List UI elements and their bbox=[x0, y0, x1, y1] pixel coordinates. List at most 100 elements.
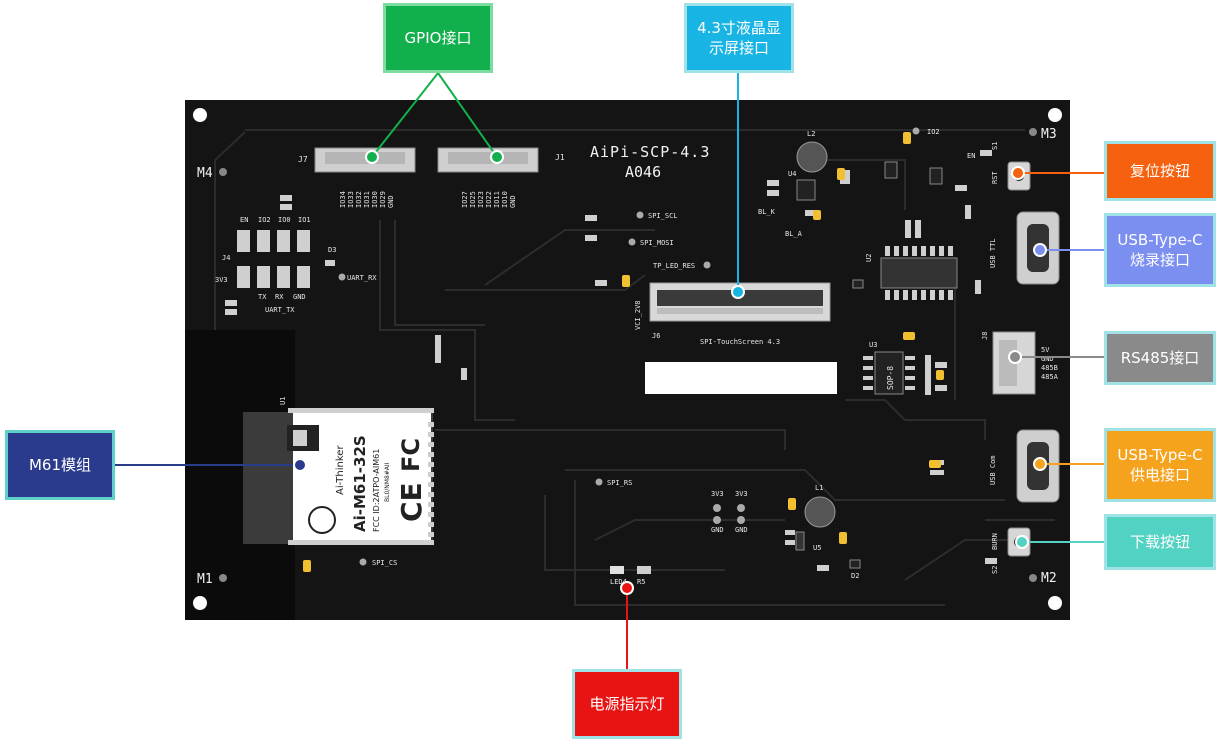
board-code: A046 bbox=[625, 163, 661, 181]
marker-dot bbox=[1033, 243, 1047, 257]
label-j7: J7 bbox=[298, 155, 308, 164]
mount-hole-m4 bbox=[219, 168, 227, 176]
test-point bbox=[628, 238, 636, 246]
module-model: Ai-M61-32S bbox=[351, 435, 369, 532]
capacitors bbox=[303, 132, 944, 572]
module-fcc: FCC ID:2ATPO-AIM61 bbox=[372, 449, 381, 532]
label-sop8: SOP-8 bbox=[886, 366, 895, 390]
callout-reset: 复位按钮 bbox=[1104, 141, 1216, 201]
j7-pin: IO31 bbox=[363, 191, 371, 208]
label-tp-led-res: TP_LED_RES bbox=[653, 262, 695, 270]
led4 bbox=[610, 566, 624, 574]
j1-pin: IO22 bbox=[485, 191, 493, 208]
test-point bbox=[636, 211, 644, 219]
marker-dot bbox=[620, 581, 634, 595]
header-label: EN bbox=[240, 216, 248, 224]
d3-diode bbox=[325, 260, 335, 266]
header-label: GND bbox=[293, 293, 306, 301]
label-bl-k: BL_K bbox=[758, 208, 776, 216]
mount-hole-m1 bbox=[219, 574, 227, 582]
ic-u4 bbox=[796, 179, 816, 201]
power-label: GND bbox=[735, 526, 748, 534]
callout-power-led: 电源指示灯 bbox=[572, 669, 682, 739]
label-bl-a: BL_A bbox=[785, 230, 803, 238]
label-en: EN bbox=[967, 152, 975, 160]
callout-gpio: GPIO接口 bbox=[383, 3, 493, 73]
label-io2: IO2 bbox=[927, 128, 940, 136]
label-led4: LED4 bbox=[610, 578, 627, 586]
leader-gpio bbox=[371, 72, 439, 158]
label-burn: BURN bbox=[991, 533, 999, 550]
label-spi-cs: SPI_CS bbox=[372, 559, 397, 567]
label-spi-mosi: SPI_MOSI bbox=[640, 239, 674, 247]
marker-dot bbox=[1011, 166, 1025, 180]
ce-mark: CE bbox=[395, 482, 428, 522]
ic-u3 bbox=[863, 351, 915, 395]
marker-dot bbox=[293, 458, 307, 472]
j7-pin: GND bbox=[387, 195, 395, 208]
j7-pin: IO30 bbox=[371, 191, 379, 208]
label-m4: M4 bbox=[197, 166, 213, 181]
white-label-area bbox=[645, 362, 837, 394]
callout-download: 下载按钮 bbox=[1104, 514, 1216, 570]
test-point bbox=[359, 558, 367, 566]
m61-module bbox=[243, 408, 434, 545]
diode-d2 bbox=[849, 559, 861, 569]
j1-pin: IO11 bbox=[493, 191, 501, 208]
label-m1: M1 bbox=[197, 572, 213, 587]
label-m2: M2 bbox=[1041, 571, 1057, 586]
header-label: 3V3 bbox=[215, 276, 228, 284]
j7-pin: IO33 bbox=[347, 191, 355, 208]
test-point bbox=[703, 261, 711, 269]
label-spi-scl: SPI_SCL bbox=[648, 212, 678, 220]
callout-rs485: RS485接口 bbox=[1104, 331, 1216, 385]
label-u4: U4 bbox=[788, 170, 796, 178]
j7-pin: IO32 bbox=[355, 191, 363, 208]
module-brand: Ai-Thinker bbox=[335, 445, 346, 495]
label-rst: RST bbox=[991, 171, 999, 184]
power-label: 3V3 bbox=[735, 490, 748, 498]
j1-pin: IO10 bbox=[501, 191, 509, 208]
resistor-r5 bbox=[637, 566, 651, 574]
label-usb1: USB TTL bbox=[989, 238, 997, 268]
j7-connector bbox=[314, 147, 416, 173]
label-u1: U1 bbox=[279, 397, 287, 405]
rs485-pin: 5V bbox=[1041, 346, 1050, 354]
label-m3: M3 bbox=[1041, 127, 1057, 142]
ai-thinker-logo bbox=[308, 506, 336, 534]
mount-hole-m2 bbox=[1029, 574, 1037, 582]
label-r5: R5 bbox=[637, 578, 645, 586]
label-j4: J4 bbox=[222, 254, 230, 262]
mount-hole bbox=[1048, 596, 1062, 610]
ic-u2 bbox=[880, 246, 958, 300]
header-label: RX bbox=[275, 293, 284, 301]
inductor-l2 bbox=[796, 141, 828, 173]
power-label: 3V3 bbox=[711, 490, 724, 498]
header-label: IO2 bbox=[258, 216, 271, 224]
label-usb2: USB Com bbox=[989, 455, 997, 485]
label-s2: S2 bbox=[991, 566, 999, 574]
label-spi-rs: SPI_RS bbox=[607, 479, 632, 487]
fpc-label: SPI-TouchScreen 4.3 bbox=[700, 338, 780, 346]
callout-usb-flash: USB-Type-C 烧录接口 bbox=[1104, 213, 1216, 287]
rs485-pin: 485B bbox=[1041, 364, 1058, 372]
label-u5: U5 bbox=[813, 544, 821, 552]
label-l1: L1 bbox=[815, 484, 823, 492]
test-point bbox=[595, 478, 603, 486]
label-uart-tx: UART_TX bbox=[265, 306, 295, 314]
rs485-pin: GND bbox=[1041, 355, 1054, 363]
label-l2: L2 bbox=[807, 130, 815, 138]
marker-dot bbox=[490, 150, 504, 164]
test-point bbox=[338, 273, 346, 281]
power-label: GND bbox=[711, 526, 724, 534]
test-point bbox=[713, 504, 721, 512]
label-u2: U2 bbox=[865, 254, 873, 262]
label-vci: VCI_2V8 bbox=[634, 300, 642, 330]
board-name: AiPi-SCP-4.3 bbox=[590, 143, 710, 161]
test-point bbox=[912, 127, 920, 135]
header-label: IO0 bbox=[278, 216, 291, 224]
test-point bbox=[737, 516, 745, 524]
mount-hole bbox=[1048, 108, 1062, 122]
callout-usb-power: USB-Type-C 供电接口 bbox=[1104, 428, 1216, 502]
